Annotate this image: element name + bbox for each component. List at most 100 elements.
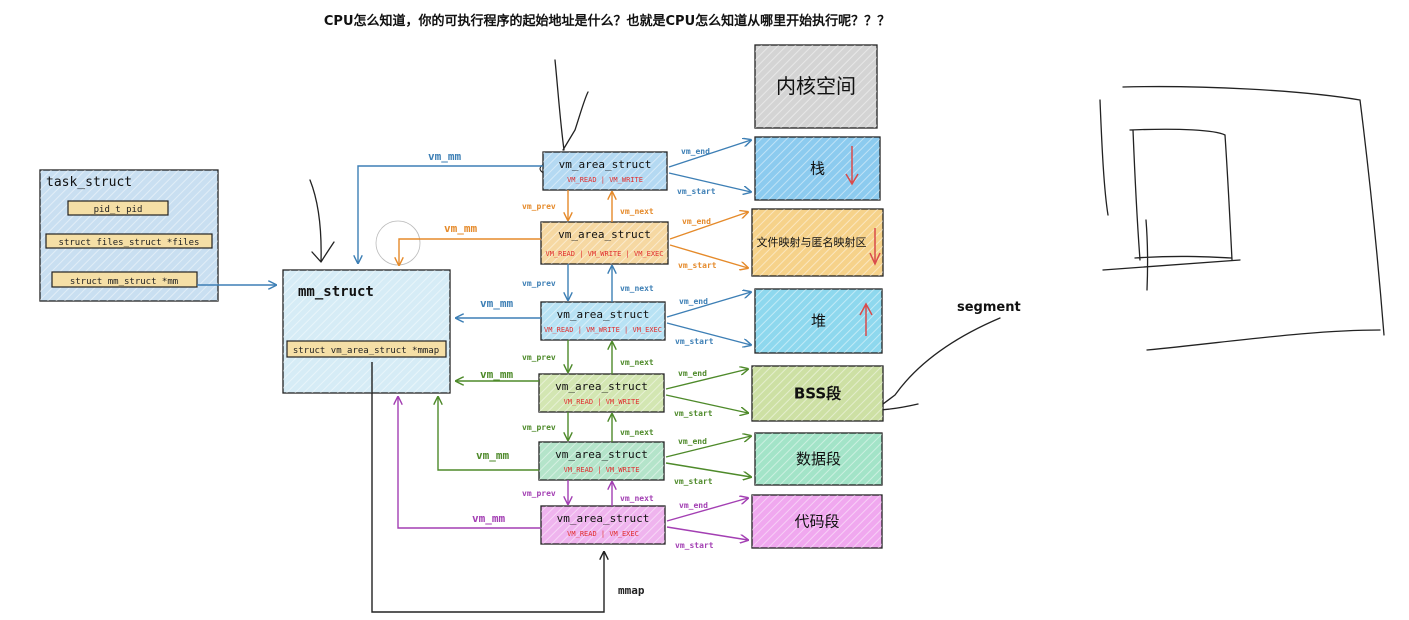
vm-end-label: vm_end xyxy=(679,297,708,306)
segment-hatch xyxy=(755,289,882,353)
vm-mm-label: vm_mm xyxy=(428,150,461,163)
vma-hatch xyxy=(539,442,664,480)
vm-mm-arrow-0 xyxy=(358,165,543,263)
vm-mm-label: vm_mm xyxy=(476,449,509,462)
vm-end-arrow-0 xyxy=(668,140,751,168)
vm-end-label: vm_end xyxy=(681,147,710,156)
vma-label: vm_area_struct xyxy=(557,308,650,321)
vma-hatch xyxy=(541,302,665,340)
pen-stroke xyxy=(554,59,589,151)
vm-next-label: vm_next xyxy=(620,358,654,367)
vm-start-arrow-5 xyxy=(666,526,748,540)
vm-prev-label: vm_prev xyxy=(522,202,556,211)
field-mm xyxy=(51,271,198,288)
field-files-label: struct files_struct *files xyxy=(59,238,200,248)
vma-flags: VM_READ | VM_WRITE | VM_EXEC xyxy=(545,250,663,258)
vma-hatch xyxy=(541,222,668,264)
segment-label: 栈 xyxy=(810,160,825,178)
vm-end-arrow-5 xyxy=(666,498,748,522)
vm-prev-label: vm_prev xyxy=(522,489,556,498)
segment-label: BSS段 xyxy=(794,385,841,403)
vm-mm-label: vm_mm xyxy=(444,222,477,235)
mm-struct-label: mm_struct xyxy=(298,284,374,300)
vma-label: vm_area_struct xyxy=(555,380,648,393)
vm-next-label: vm_next xyxy=(620,494,654,503)
vm-start-label: vm_start xyxy=(674,409,713,418)
segment-hatch xyxy=(755,45,877,128)
vm-end-arrow-4 xyxy=(665,436,751,458)
page-title: CPU怎么知道，你的可执行程序的起始地址是什么？也就是CPU怎么知道从哪里开始执… xyxy=(324,13,890,29)
vm-end-label: vm_end xyxy=(678,369,707,378)
segment-box-2: 文件映射与匿名映射区 xyxy=(751,208,884,277)
vm-mm-label: vm_mm xyxy=(480,368,513,381)
segment-label: 内核空间 xyxy=(776,74,856,98)
vm-end-arrow-2 xyxy=(666,292,751,318)
mmap-label: mmap xyxy=(618,584,645,597)
vm-prev-label: vm_prev xyxy=(522,279,556,288)
vm-mm-arrow-4 xyxy=(438,397,539,471)
vm-start-label: vm_start xyxy=(675,541,714,550)
vma-hatch xyxy=(543,152,667,190)
vm-next-label: vm_next xyxy=(620,284,654,293)
task-struct-box: task_struct pid_t pid struct files_struc… xyxy=(39,169,219,302)
pen-stroke xyxy=(1099,85,1385,351)
vma-hatch xyxy=(541,506,665,544)
mmap-growth-arrow xyxy=(869,228,881,266)
mmap-field xyxy=(286,340,447,358)
field-files xyxy=(45,233,213,249)
segment-label: 数据段 xyxy=(796,450,841,468)
vma-label: vm_area_struct xyxy=(558,228,651,241)
vm-end-label: vm_end xyxy=(682,217,711,226)
segment-box-6: 代码段 xyxy=(751,494,883,549)
segment-box-0: 内核空间 xyxy=(754,44,878,129)
vm-mm-label: vm_mm xyxy=(480,297,513,310)
segment-hatch xyxy=(752,495,882,548)
vm-start-label: vm_start xyxy=(677,187,716,196)
vma-flags: VM_READ | VM_EXEC xyxy=(567,530,639,538)
segment-label: 代码段 xyxy=(794,513,839,531)
vma-label: vm_area_struct xyxy=(555,448,648,461)
vma-flags: VM_READ | VM_WRITE xyxy=(567,176,643,184)
mm-struct-box: mm_struct struct vm_area_struct *mmap xyxy=(282,269,451,394)
pen-stroke xyxy=(309,179,335,263)
segment-box-3: 堆 xyxy=(754,288,883,354)
field-pid xyxy=(67,200,169,216)
vm-next-label: vm_next xyxy=(620,207,654,216)
segment-box-1: 栈 xyxy=(754,136,881,201)
task-struct-label: task_struct xyxy=(46,175,132,190)
vm-start-label: vm_start xyxy=(675,337,714,346)
vm-start-label: vm_start xyxy=(674,477,713,486)
vm-next-label: vm_next xyxy=(620,428,654,437)
vma-label: vm_area_struct xyxy=(559,158,652,171)
vma-hatch xyxy=(539,374,664,412)
vm-prev-label: vm_prev xyxy=(522,353,556,362)
vm-start-arrow-2 xyxy=(666,322,751,345)
vma-flags: VM_READ | VM_WRITE | VM_EXEC xyxy=(544,326,662,334)
vma-flags: VM_READ | VM_WRITE xyxy=(564,466,640,474)
heap-growth-arrow xyxy=(859,302,873,336)
segment-note: segment xyxy=(957,300,1021,315)
segment-hatch xyxy=(755,433,882,485)
vma-label: vm_area_struct xyxy=(557,512,650,525)
vm-mm-label: vm_mm xyxy=(472,512,505,525)
segment-label: 文件映射与匿名映射区 xyxy=(757,235,867,249)
vm-start-label: vm_start xyxy=(678,261,717,270)
vm-end-arrow-3 xyxy=(665,369,748,390)
segment-hatch xyxy=(755,137,880,200)
segment-hatch xyxy=(752,366,883,421)
vma-flags: VM_READ | VM_WRITE xyxy=(564,398,640,406)
vm-start-arrow-3 xyxy=(665,394,748,413)
stack-growth-arrow xyxy=(845,146,859,186)
vm-end-label: vm_end xyxy=(678,437,707,446)
vm-end-label: vm_end xyxy=(679,501,708,510)
vm-prev-label: vm_prev xyxy=(522,423,556,432)
segment-box-4: BSS段 xyxy=(751,365,884,422)
mmap-field-label: struct vm_area_struct *mmap xyxy=(293,346,439,356)
vm-start-arrow-4 xyxy=(665,462,751,477)
